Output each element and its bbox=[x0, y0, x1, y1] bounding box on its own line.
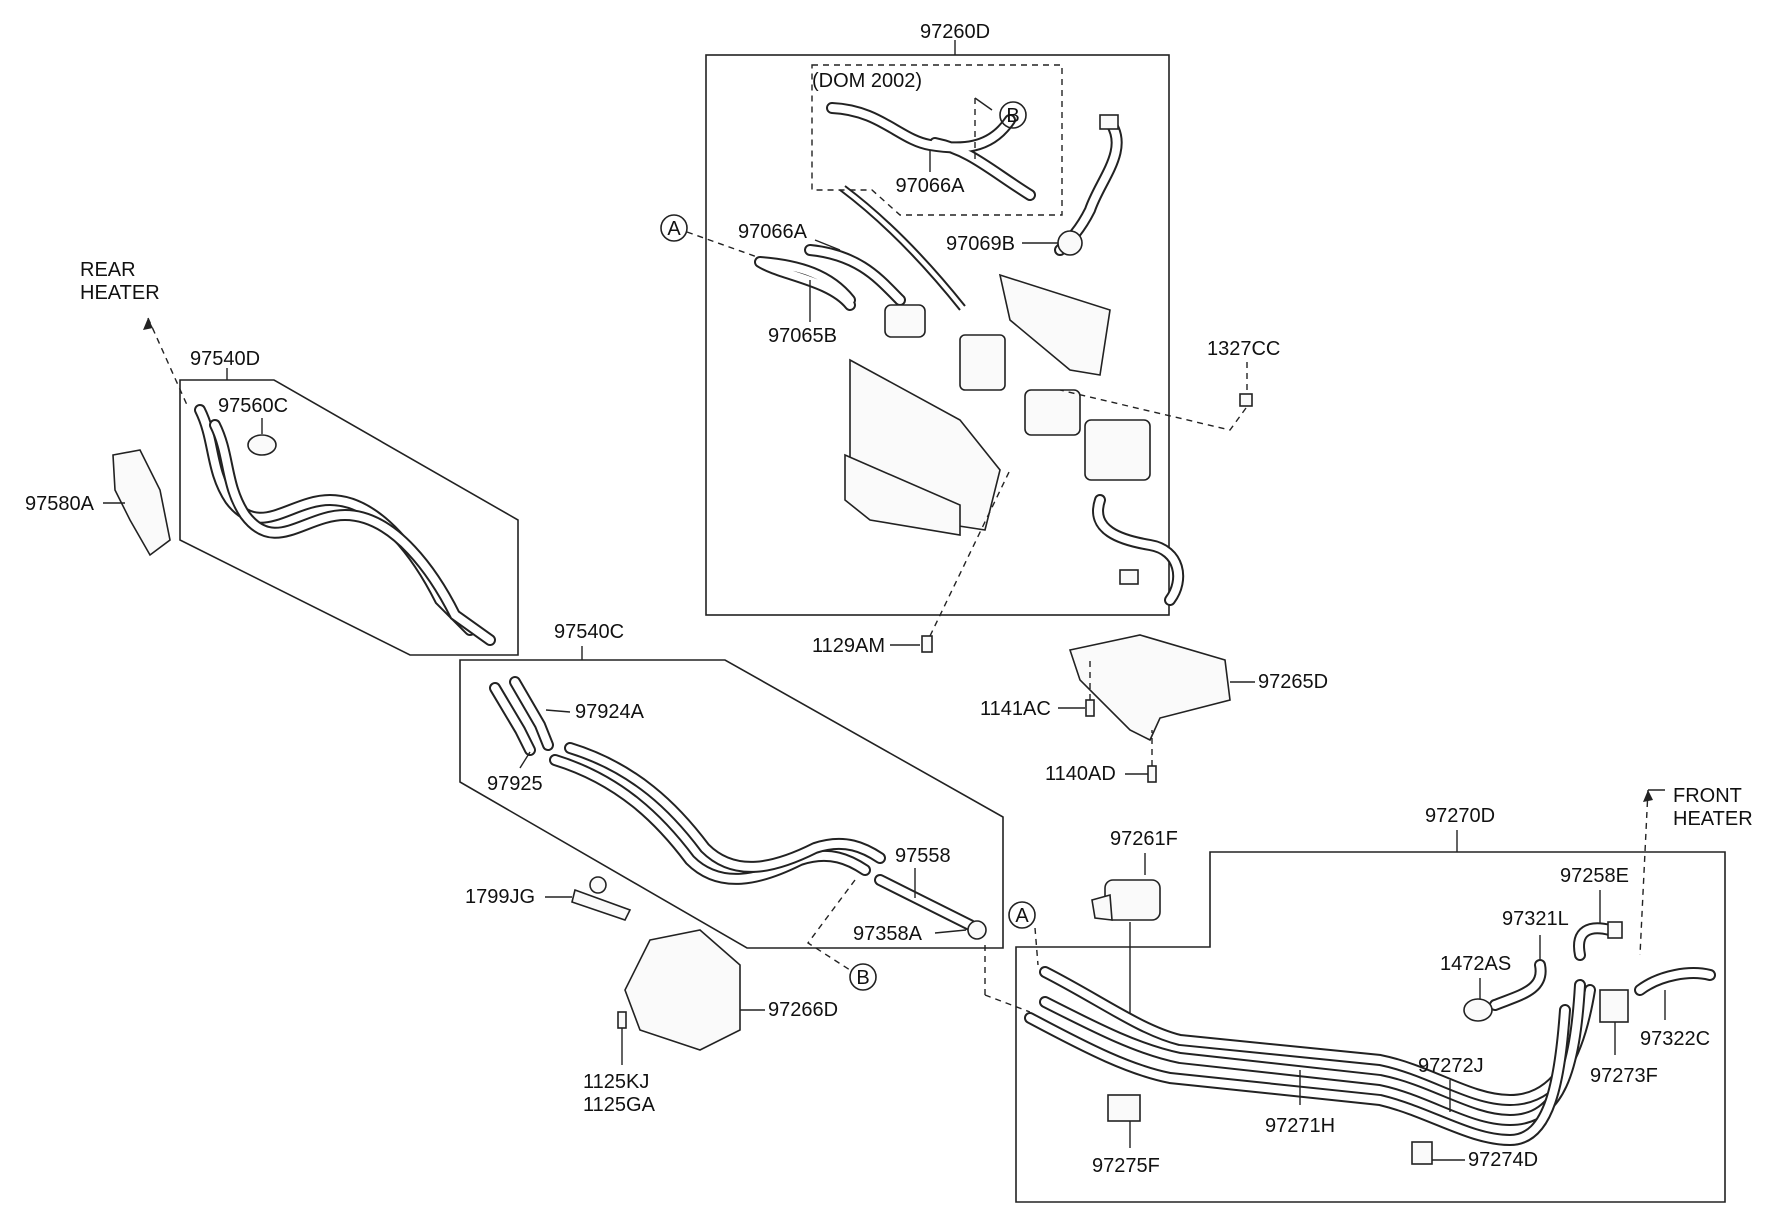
marker-b-bottom: B bbox=[856, 967, 869, 989]
label-1799JG: 1799JG bbox=[465, 886, 535, 908]
label-97258E: 97258E bbox=[1560, 865, 1629, 887]
pump-unit bbox=[884, 304, 926, 338]
label-97358A: 97358A bbox=[853, 923, 923, 945]
label-97924A: 97924A bbox=[575, 701, 645, 723]
box-97540D bbox=[179, 379, 519, 656]
clip-97274D bbox=[1411, 1141, 1433, 1165]
marker-b-top: B bbox=[1006, 105, 1019, 127]
clamp-1472AS bbox=[1463, 998, 1493, 1022]
label-97271H: 97271H bbox=[1265, 1115, 1335, 1137]
label-rear-heater: HEATER bbox=[80, 282, 160, 304]
label-1327CC: 1327CC bbox=[1207, 338, 1280, 360]
label-97069B: 97069B bbox=[946, 233, 1015, 255]
label-97540C: 97540C bbox=[554, 621, 624, 643]
grommet-97560C bbox=[247, 434, 277, 456]
cover-97266D bbox=[624, 929, 741, 1051]
label-97558: 97558 bbox=[895, 845, 951, 867]
label-1141AC: 1141AC bbox=[980, 698, 1051, 720]
callout-b-bottom bbox=[849, 963, 877, 991]
part-1129AM: 1129AM bbox=[812, 469, 1011, 657]
label-1125KJ: 1125KJ bbox=[583, 1071, 649, 1093]
bracket-97265D bbox=[1068, 634, 1231, 742]
assembly-97540C: 97540C 97924A 97925 97558 97358A B bbox=[459, 621, 1004, 991]
marker-a-bottom: A bbox=[1015, 905, 1029, 927]
label-97274D: 97274D bbox=[1468, 1149, 1538, 1171]
label-97066A-top: 97066A bbox=[896, 175, 966, 197]
label-97272J: 97272J bbox=[1418, 1055, 1484, 1077]
label-front-heater: HEATER bbox=[1673, 808, 1753, 830]
label-97560C: 97560C bbox=[218, 395, 288, 417]
label-97273F: 97273F bbox=[1590, 1065, 1658, 1087]
box-97540C bbox=[459, 659, 1004, 949]
label-1129AM: 1129AM bbox=[812, 635, 885, 657]
part-97265D: 97265D 1141AC 1140AD bbox=[980, 634, 1328, 785]
heater-unit bbox=[1084, 419, 1151, 481]
label-97270D: 97270D bbox=[1425, 805, 1495, 827]
dom2002-box bbox=[811, 64, 1063, 216]
label-1125GA: 1125GA bbox=[583, 1094, 656, 1116]
label-97065B: 97065B bbox=[768, 325, 837, 347]
assembly-97260D: 97260D (DOM 2002) 97066A B A 97066A 9706… bbox=[660, 21, 1280, 616]
label-97321L: 97321L bbox=[1502, 908, 1569, 930]
label-97066A-mid: 97066A bbox=[738, 221, 808, 243]
label-1140AD: 1140AD bbox=[1045, 763, 1116, 785]
box-97270D bbox=[1015, 851, 1726, 1203]
valve-97261F bbox=[1104, 879, 1161, 921]
clip-97275F bbox=[1107, 1094, 1141, 1122]
callout-a-bottom bbox=[1008, 901, 1036, 929]
marker-a-top: A bbox=[667, 218, 681, 240]
assembly-97270D: 97270D FRONT HEATER 97261F A 97258E bbox=[984, 785, 1753, 1203]
assembly-97540D: REAR HEATER 97540D 97560C 97580A bbox=[25, 259, 519, 656]
upper-bracket bbox=[998, 273, 1111, 376]
tie-1799JG bbox=[571, 888, 632, 921]
callout-b-top bbox=[999, 101, 1027, 129]
part-1799JG: 1799JG bbox=[465, 876, 632, 921]
label-1472AS: 1472AS bbox=[1440, 953, 1511, 975]
label-97265D: 97265D bbox=[1258, 671, 1328, 693]
motor-unit bbox=[959, 334, 1006, 391]
label-97275F: 97275F bbox=[1092, 1155, 1160, 1177]
label-front: FRONT bbox=[1673, 785, 1742, 807]
nut-1327CC bbox=[1239, 393, 1253, 407]
part-97266D: 97266D 1125KJ 1125GA bbox=[583, 929, 838, 1116]
label-97540D: 97540D bbox=[190, 348, 260, 370]
label-97580A: 97580A bbox=[25, 493, 95, 515]
clamp-97358A bbox=[967, 920, 987, 940]
bracket-97273F bbox=[1599, 989, 1629, 1023]
label-97322C: 97322C bbox=[1640, 1028, 1710, 1050]
label-rear: REAR bbox=[80, 259, 136, 281]
label-97925: 97925 bbox=[487, 773, 543, 795]
cover-97580A bbox=[112, 449, 171, 557]
callout-a-top bbox=[660, 214, 688, 242]
label-97266D: 97266D bbox=[768, 999, 838, 1021]
label-dom2002: (DOM 2002) bbox=[812, 70, 922, 92]
label-97261F: 97261F bbox=[1110, 828, 1178, 850]
label-97260D: 97260D bbox=[920, 21, 990, 43]
